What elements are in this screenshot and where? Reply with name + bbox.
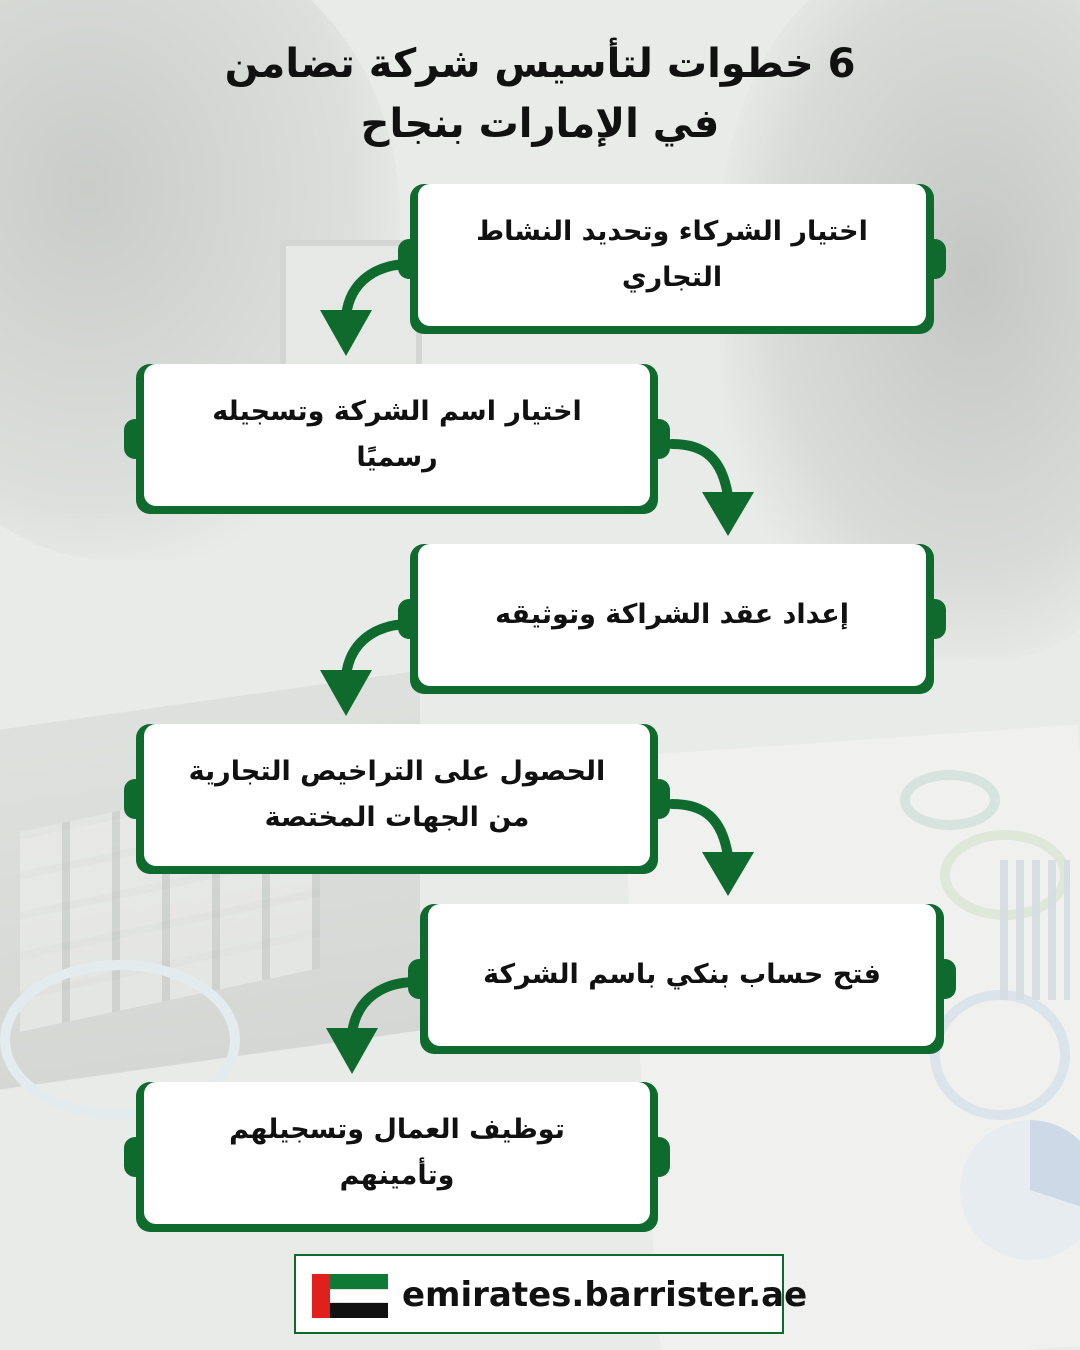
step-3-card: إعداد عقد الشراكة وتوثيقه — [398, 544, 946, 694]
step-1-line-1: اختيار الشركاء وتحديد النشاط — [476, 216, 868, 247]
uae-flag-icon — [312, 1274, 388, 1318]
step-2-card: اختيار اسم الشركة وتسجيله رسميًا — [124, 364, 670, 514]
title-line-1: 6 خطوات لتأسيس شركة تضامن — [224, 41, 856, 87]
arrow-down-right-icon — [667, 439, 754, 536]
step-3-line-1: إعداد عقد الشراكة وتوثيقه — [495, 599, 849, 630]
step-6-line-1: توظيف العمال وتسجيلهم — [229, 1114, 565, 1145]
step-4-line-1: الحصول على التراخيص التجارية — [188, 756, 606, 787]
step-2-line-2: رسميًا — [356, 442, 438, 473]
step-2-line-1: اختيار اسم الشركة وتسجيله — [212, 396, 582, 427]
step-1-line-2: التجاري — [621, 262, 723, 293]
step-6-card: توظيف العمال وتسجيلهم وتأمينهم — [124, 1082, 670, 1232]
page-title: 6 خطوات لتأسيس شركة تضامن في الإمارات بن… — [0, 34, 1080, 154]
step-4-card: الحصول على التراخيص التجارية من الجهات ا… — [124, 724, 670, 874]
step-1-card: اختيار الشركاء وتحديد النشاط التجاري — [398, 184, 946, 334]
title-line-2: في الإمارات بنجاح — [360, 101, 720, 147]
step-4-line-2: من الجهات المختصة — [264, 802, 530, 833]
footer-website-box: emirates.barrister.ae — [294, 1254, 807, 1334]
arrow-down-right-icon — [667, 799, 754, 896]
website-url: emirates.barrister.ae — [402, 1275, 808, 1315]
step-5-card: فتح حساب بنكي باسم الشركة — [408, 904, 956, 1054]
arrow-down-left-icon — [326, 977, 421, 1074]
step-5-line-1: فتح حساب بنكي باسم الشركة — [483, 959, 881, 990]
step-6-line-2: وتأمينهم — [339, 1160, 455, 1191]
